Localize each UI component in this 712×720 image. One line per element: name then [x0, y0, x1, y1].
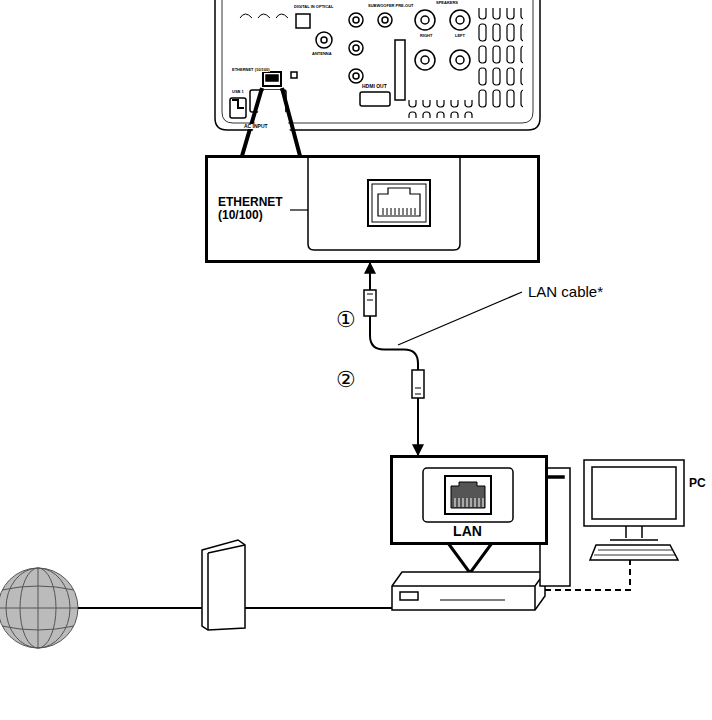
panel-label: SUBWOOFER PRE-OUT — [368, 4, 414, 8]
cable-label: LAN cable* — [528, 284, 603, 299]
zoom-callout-box: ETHERNET (10/100) — [205, 155, 540, 263]
leader-line — [398, 292, 522, 345]
globe-internet — [0, 568, 78, 648]
panel-label: RIGHT — [420, 34, 432, 38]
port-name: ETHERNET (10/100) — [218, 196, 292, 222]
panel-label: DIGITAL IN OPTICAL — [294, 5, 333, 9]
zoom-funnel-fill — [246, 90, 296, 156]
wire — [245, 607, 392, 609]
cable-plug — [364, 290, 424, 398]
port-label: LAN — [393, 524, 542, 539]
lan-cable — [370, 263, 418, 455]
modem — [202, 540, 245, 630]
panel-label: LEFT — [455, 34, 465, 38]
panel-label: ANTENNA — [312, 52, 332, 56]
device-label: PC — [689, 477, 706, 489]
panel-label: AC INPUT — [244, 124, 268, 129]
port-callout-box: LAN — [390, 455, 548, 545]
wire — [78, 607, 202, 609]
panel-label: HDMI OUT — [362, 84, 387, 89]
panel-label: USB 1 — [232, 90, 244, 94]
panel-label: SPEAKERS — [436, 1, 458, 5]
callout-tail — [448, 543, 492, 573]
panel-label: ETHERNET (10/100) — [232, 68, 270, 72]
router — [392, 572, 545, 610]
zoom-funnel — [242, 88, 300, 156]
callout-number: ① — [336, 309, 356, 331]
pc — [540, 460, 684, 586]
callout-number: ② — [336, 369, 356, 391]
